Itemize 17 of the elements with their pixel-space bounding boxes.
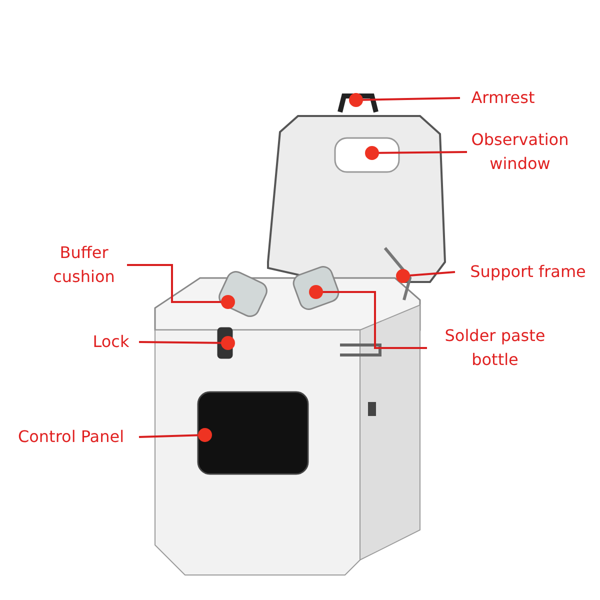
callout-label: Lock xyxy=(86,330,136,354)
leader-line xyxy=(138,428,212,442)
callout-label: Control Panel xyxy=(6,425,136,449)
leader-line xyxy=(396,269,456,283)
control-panel xyxy=(197,391,309,475)
leader-line xyxy=(127,264,235,309)
callout-label: Buffer cushion xyxy=(44,241,124,289)
callout-label: Armrest xyxy=(463,86,543,110)
leader-line xyxy=(138,336,235,350)
callout-label: Solder paste bottle xyxy=(430,324,560,372)
leader-line xyxy=(309,285,427,349)
leader-line xyxy=(365,146,468,160)
leader-line xyxy=(349,93,460,107)
handle xyxy=(338,94,378,113)
callout-label: Observation window xyxy=(470,128,570,176)
callout-label: Support frame xyxy=(458,260,598,284)
support-arm xyxy=(384,247,412,300)
